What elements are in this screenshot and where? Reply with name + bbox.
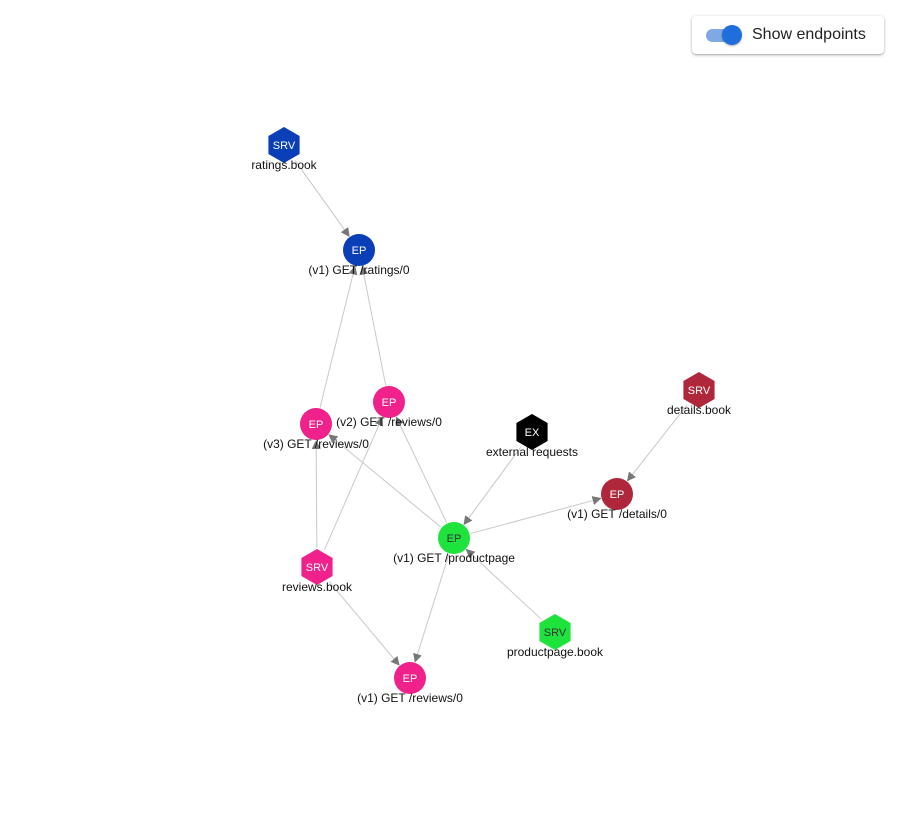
node-label: (v3) GET /reviews/0 (263, 437, 369, 451)
endpoint-circle-icon[interactable] (438, 522, 470, 554)
edge-srv-productpage-to-ep-productpage-v1 (465, 548, 542, 620)
endpoint-circle-icon[interactable] (601, 478, 633, 510)
node-label: external requests (486, 445, 578, 459)
edge-srv-reviews-to-ep-reviews-v1 (328, 581, 400, 666)
node-label: productpage.book (507, 645, 604, 659)
node-ep-details-v1[interactable]: EP (v1) GET /details/0 (567, 478, 667, 521)
node-srv-details[interactable]: SRV details.book (667, 372, 732, 417)
edge-ep-productpage-v1-to-ep-details-v1 (470, 496, 602, 535)
edge-srv-details-to-ep-details-v1 (626, 404, 688, 482)
node-badge: EP (447, 533, 462, 545)
edge-ep-productpage-v1-to-ep-reviews-v1 (413, 554, 450, 663)
service-hexagon-icon[interactable] (683, 372, 715, 408)
node-label: (v2) GET /reviews/0 (336, 415, 442, 429)
node-ext[interactable]: EX external requests (486, 414, 578, 459)
node-ep-productpage-v1[interactable]: EP (v1) GET /productpage (393, 522, 515, 565)
node-label: (v1) GET /reviews/0 (357, 691, 463, 705)
node-badge: EP (382, 397, 397, 409)
toggle-thumb (722, 25, 742, 45)
node-badge: SRV (688, 385, 711, 397)
edges-layer (294, 160, 688, 666)
endpoint-circle-icon[interactable] (394, 662, 426, 694)
node-badge: EP (309, 419, 324, 431)
node-badge: EP (352, 245, 367, 257)
node-ep-reviews-v2[interactable]: EP (v2) GET /reviews/0 (336, 386, 442, 429)
node-label: ratings.book (251, 158, 317, 172)
node-badge: SRV (306, 562, 329, 574)
edge-srv-reviews-to-ep-reviews-v3 (311, 439, 321, 549)
node-ep-ratings-v1[interactable]: EP (v1) GET /ratings/0 (308, 234, 410, 277)
node-label: (v1) GET /ratings/0 (308, 263, 409, 277)
node-label: details.book (667, 403, 732, 417)
service-hexagon-icon[interactable] (268, 127, 300, 163)
external-hexagon-icon[interactable] (516, 414, 548, 450)
node-srv-ratings[interactable]: SRV ratings.book (251, 127, 318, 172)
node-badge: SRV (273, 140, 296, 152)
edge-srv-ratings-to-ep-ratings-v1 (294, 160, 350, 237)
edge-ep-productpage-v1-to-ep-reviews-v2 (395, 416, 448, 523)
edge-ep-reviews-v2-to-ep-ratings-v1 (359, 265, 387, 386)
service-hexagon-icon[interactable] (539, 614, 571, 650)
endpoint-circle-icon[interactable] (373, 386, 405, 418)
node-srv-reviews[interactable]: SRV reviews.book (282, 549, 353, 594)
toggle-switch[interactable] (706, 25, 742, 45)
edge-srv-reviews-to-ep-reviews-v2 (324, 416, 384, 550)
node-ep-reviews-v1[interactable]: EP (v1) GET /reviews/0 (357, 662, 463, 705)
service-hexagon-icon[interactable] (301, 549, 333, 585)
node-badge: EX (525, 427, 540, 439)
show-endpoints-toggle[interactable]: Show endpoints (692, 16, 884, 54)
node-srv-productpage[interactable]: SRV productpage.book (507, 614, 604, 659)
endpoint-circle-icon[interactable] (343, 234, 375, 266)
node-label: reviews.book (282, 580, 353, 594)
node-badge: SRV (544, 627, 567, 639)
endpoint-circle-icon[interactable] (300, 408, 332, 440)
node-badge: EP (403, 673, 418, 685)
edge-ext-to-ep-productpage-v1 (463, 447, 522, 526)
node-ep-reviews-v3[interactable]: EP (v3) GET /reviews/0 (263, 408, 369, 451)
node-label: (v1) GET /productpage (393, 551, 515, 565)
edge-ep-reviews-v3-to-ep-ratings-v1 (319, 265, 358, 408)
node-badge: EP (610, 489, 625, 501)
toggle-label: Show endpoints (752, 26, 866, 43)
node-label: (v1) GET /details/0 (567, 507, 667, 521)
edge-ep-productpage-v1-to-ep-reviews-v3 (328, 434, 442, 528)
